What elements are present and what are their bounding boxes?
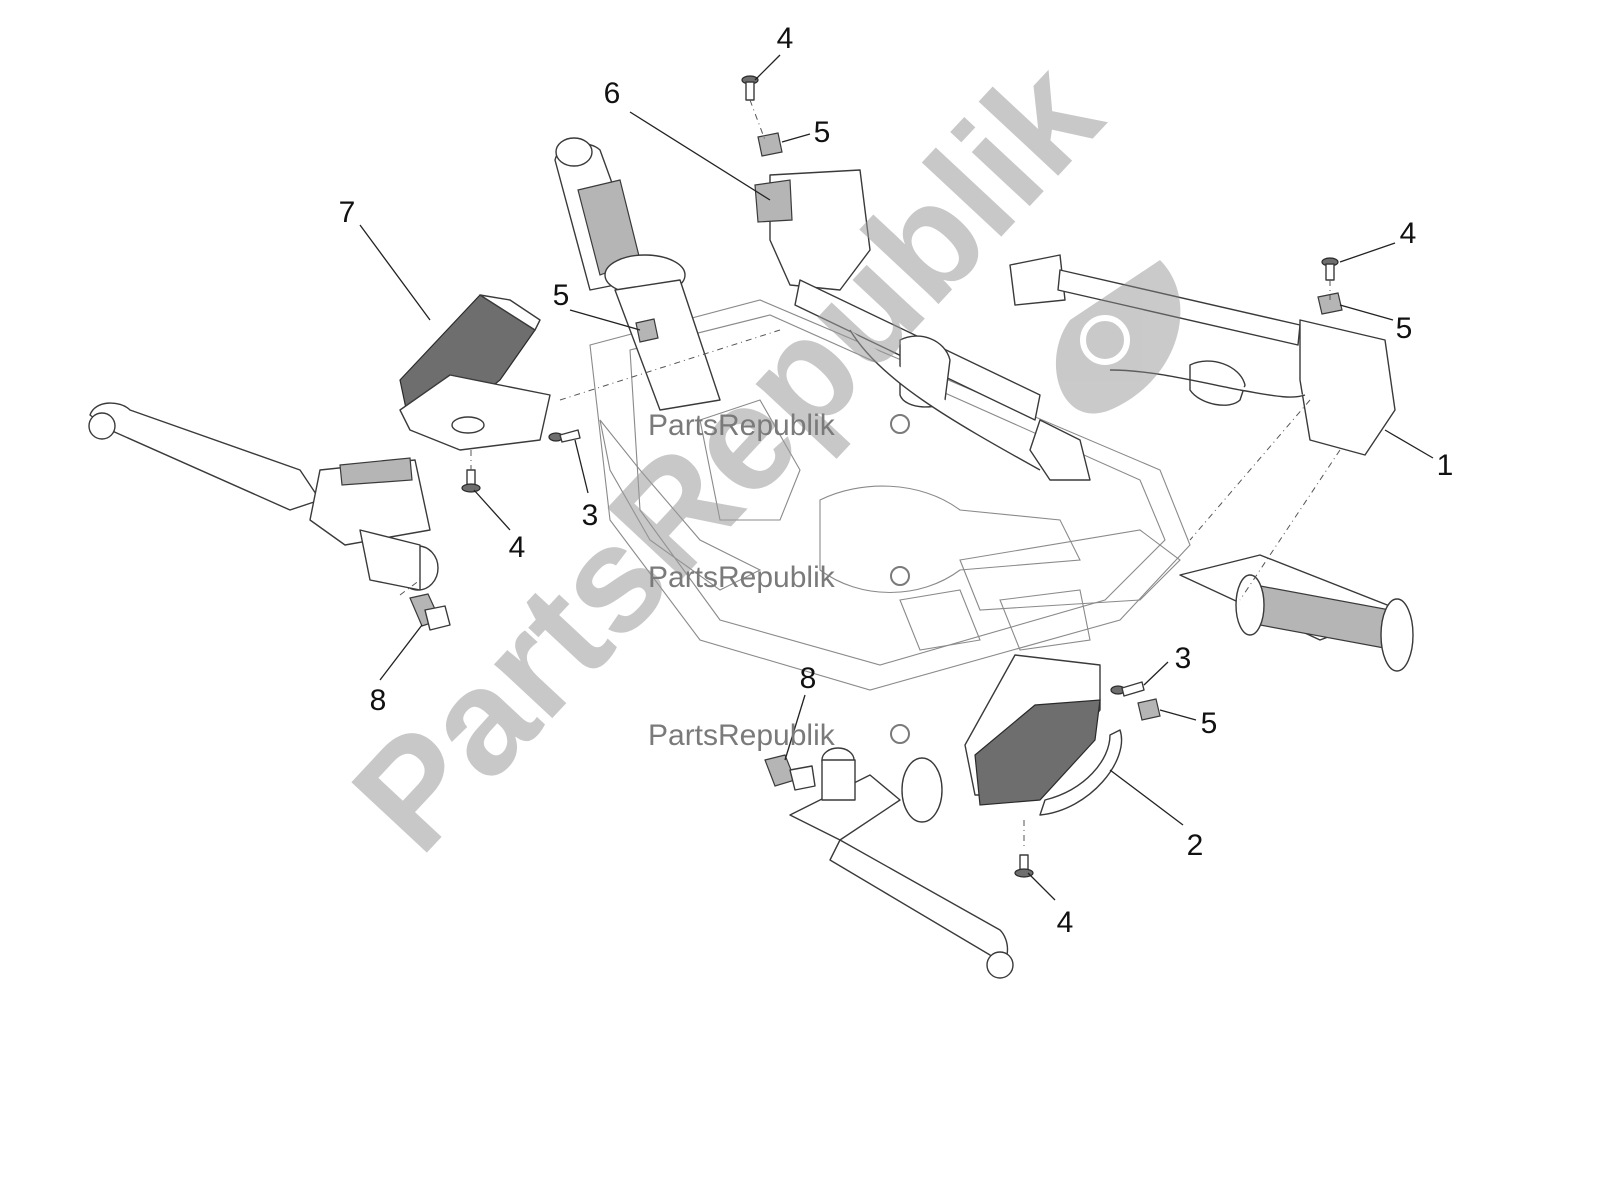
right-brake-lever <box>789 747 1014 979</box>
screw-icon <box>461 469 481 493</box>
callout-c3b: 3 <box>1175 642 1192 675</box>
callout-c5d: 5 <box>1201 707 1218 740</box>
clip-icon <box>1317 292 1343 315</box>
callout-c5c: 5 <box>1396 312 1413 345</box>
watermark-small-group: PartsRepublik PartsRepublik PartsRepubli… <box>648 409 910 752</box>
stop-switch-right <box>764 754 816 791</box>
watermark-small-text: PartsRepublik <box>648 561 836 594</box>
screw-icon <box>1014 854 1034 878</box>
leader-lines <box>359 54 1434 901</box>
callout-c8b: 8 <box>800 662 817 695</box>
callout-c1: 1 <box>1437 449 1454 482</box>
callout-c2: 2 <box>1187 829 1204 862</box>
clip-icon <box>757 132 783 157</box>
callout-numbers: 1 2 3 3 4 4 4 4 5 5 5 5 6 7 8 8 <box>339 22 1454 939</box>
watermark-small-text: PartsRepublik <box>648 719 836 752</box>
callout-c4c: 4 <box>509 531 526 564</box>
left-grip <box>554 137 721 411</box>
left-brake-lever <box>88 402 439 591</box>
gear-drop-icon <box>1055 260 1181 414</box>
callout-c4d: 4 <box>1057 906 1074 939</box>
right-cover <box>964 654 1123 816</box>
watermark-small-text: PartsRepublik <box>648 409 836 442</box>
callout-c5b: 5 <box>553 279 570 312</box>
left-cover <box>399 294 551 451</box>
callout-c7: 7 <box>339 196 356 229</box>
clip-icon <box>1137 698 1161 721</box>
gear-icon <box>890 414 910 744</box>
callout-c6: 6 <box>604 77 621 110</box>
right-switch-block <box>1009 254 1396 456</box>
callout-c4b: 4 <box>1400 217 1417 250</box>
callout-c3a: 3 <box>582 499 599 532</box>
screws-and-clips <box>461 75 1343 878</box>
clip-icon <box>635 318 659 343</box>
callout-c5a: 5 <box>814 116 831 149</box>
screw-icon <box>548 429 581 443</box>
left-switch-block <box>754 169 1091 481</box>
callout-c4a: 4 <box>777 22 794 55</box>
assembly-lines <box>399 99 1341 850</box>
stop-switch-left <box>409 593 451 631</box>
right-grip <box>1179 554 1414 672</box>
screw-icon <box>1321 257 1339 281</box>
callout-c8a: 8 <box>370 684 387 717</box>
screw-icon <box>1110 681 1145 697</box>
